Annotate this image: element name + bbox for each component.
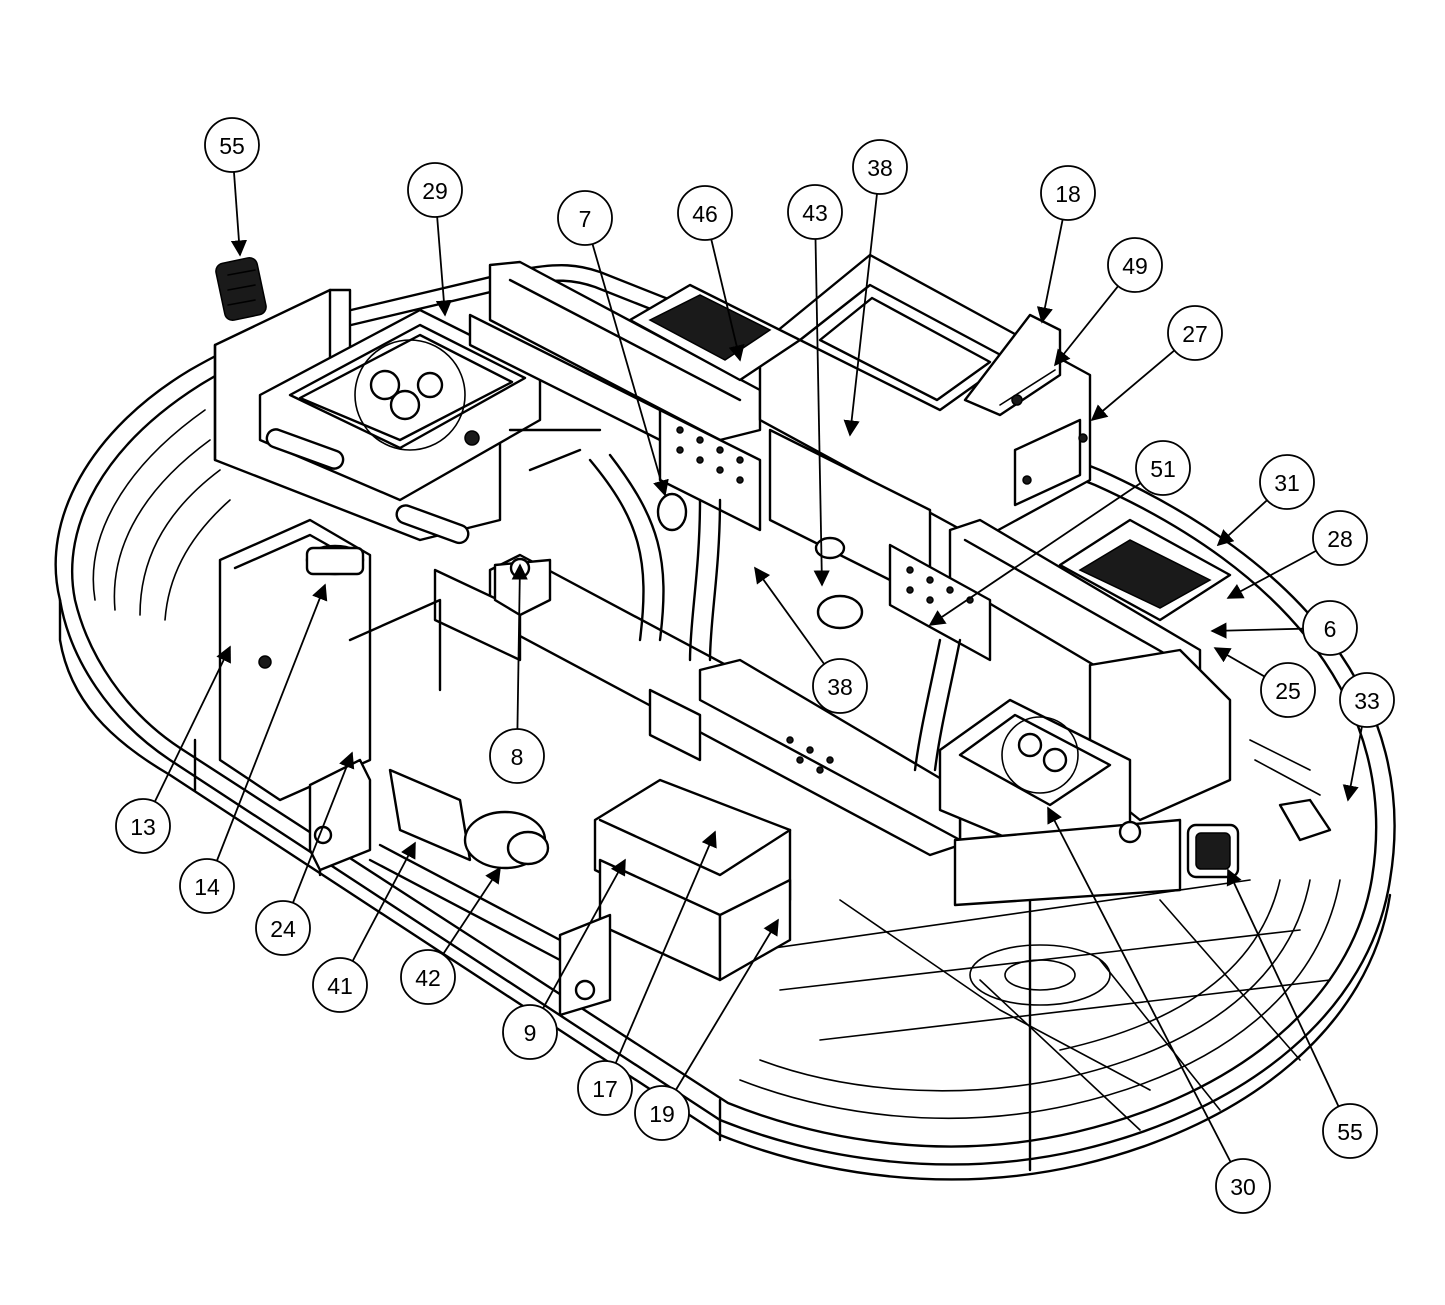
- side-bracket: [1249, 739, 1332, 842]
- callout-leader: [442, 866, 501, 955]
- callout-layer: 55 29 7 46 43 38 18 49 27 51 31 28 6 25 33 38 8 13 14 24 41 4…: [115, 117, 1395, 1214]
- callout-label: 13: [130, 814, 156, 840]
- callout-label: 17: [592, 1076, 618, 1102]
- callout-leader: [435, 216, 452, 317]
- callout-circle: [115, 798, 171, 854]
- callout-leader: [675, 918, 779, 1091]
- callout-label: 7: [579, 206, 592, 232]
- callout-leader: [511, 563, 528, 730]
- callout-circle: [407, 162, 463, 218]
- callout-leader: [1053, 285, 1119, 367]
- callout-label: 43: [802, 200, 828, 226]
- callout-label: 28: [1327, 526, 1353, 552]
- callout-label: 46: [692, 201, 718, 227]
- callout-circle: [502, 1004, 558, 1060]
- callout-circle: [787, 184, 843, 240]
- callout-leader: [292, 751, 355, 904]
- callout-label: 14: [194, 874, 220, 900]
- callout-leader: [153, 645, 231, 803]
- callout-label: 18: [1055, 181, 1081, 207]
- callout-circle: [1302, 600, 1358, 656]
- callout-label: 8: [511, 744, 524, 770]
- callout-circle: [1215, 1158, 1271, 1214]
- callout-label: 55: [219, 133, 245, 159]
- hoses: [508, 428, 962, 772]
- callout-label: 27: [1182, 321, 1208, 347]
- callout-leader: [351, 841, 416, 962]
- callout-circle: [677, 185, 733, 241]
- callout-circle: [179, 858, 235, 914]
- callout-label: 41: [327, 973, 353, 999]
- callout-leader: [1342, 726, 1363, 802]
- callout-label: 25: [1275, 678, 1301, 704]
- callout-leader: [928, 482, 1142, 626]
- right-gearbox: [938, 698, 1182, 907]
- callout-circle: [312, 957, 368, 1013]
- callout-circle: [400, 949, 456, 1005]
- callout-leader: [216, 583, 328, 862]
- callout-leader: [542, 858, 626, 1009]
- callout-circle: [204, 117, 260, 173]
- callout-leader: [230, 171, 248, 257]
- callout-circle: [1339, 672, 1395, 728]
- callout-label: 33: [1354, 688, 1380, 714]
- callout-circle: [1312, 510, 1368, 566]
- callout-leader: [813, 238, 830, 587]
- battery-box: [558, 778, 792, 1017]
- callout-leader: [754, 566, 825, 665]
- callout-leader: [710, 239, 745, 362]
- callout-circle: [1322, 1103, 1378, 1159]
- callout-label: 38: [827, 674, 853, 700]
- callout-label: 42: [415, 965, 441, 991]
- callout-circle: [1040, 165, 1096, 221]
- callout-circle: [1260, 662, 1316, 718]
- callout-leader: [1216, 499, 1268, 547]
- callout-label: 49: [1122, 253, 1148, 279]
- callout-circle: [812, 658, 868, 714]
- callout-label: 6: [1324, 616, 1337, 642]
- work-light-left: [215, 257, 267, 321]
- callout-label: 31: [1274, 470, 1300, 496]
- callout-circle: [1259, 454, 1315, 510]
- trowel-spokes: [759, 878, 1331, 1172]
- callout-label: 24: [270, 916, 296, 942]
- callout-leader: [1090, 349, 1175, 422]
- callout-circle: [255, 900, 311, 956]
- callout-leader: [1226, 868, 1340, 1107]
- callout-label: 9: [524, 1020, 537, 1046]
- callout-label: 55: [1337, 1119, 1363, 1145]
- left-guard-frame: [308, 598, 562, 962]
- main-frame: [213, 253, 1232, 857]
- callout-circle: [577, 1060, 633, 1116]
- callout-leader: [1213, 647, 1266, 678]
- callout-label: 51: [1150, 456, 1176, 482]
- callout-leader: [1036, 219, 1064, 324]
- callout-label: 19: [649, 1101, 675, 1127]
- callout-leader: [843, 193, 878, 437]
- callout-circle: [1135, 440, 1191, 496]
- callout-leader: [1047, 806, 1232, 1163]
- callout-circle: [1167, 305, 1223, 361]
- callout-circle: [1107, 237, 1163, 293]
- callout-label: 30: [1230, 1174, 1256, 1200]
- callout-circle: [489, 728, 545, 784]
- callout-label: 29: [422, 178, 448, 204]
- callout-circle: [634, 1085, 690, 1141]
- bolt-pattern: [676, 426, 744, 484]
- callout-leader: [614, 830, 717, 1064]
- callout-circle: [557, 190, 613, 246]
- callout-leader: [1226, 549, 1317, 599]
- callout-leader: [591, 243, 669, 497]
- callout-leader: [1210, 622, 1304, 639]
- work-light-right: [1186, 823, 1240, 879]
- callout-circle: [852, 139, 908, 195]
- bolt-pattern-right: [906, 566, 974, 604]
- callout-label: 38: [867, 155, 893, 181]
